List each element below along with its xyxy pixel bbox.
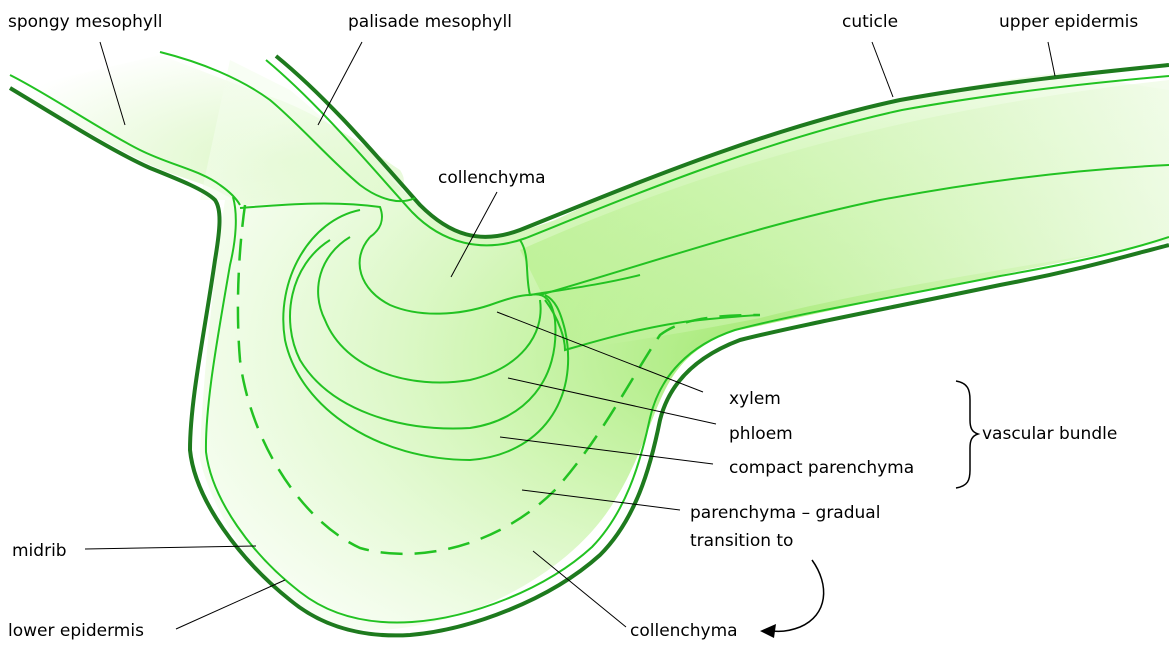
transition-arrow: [772, 560, 824, 631]
label-collenchyma-bottom: collenchyma: [630, 621, 738, 641]
leader-midrib: [85, 546, 256, 549]
leader-lower-epidermis: [176, 580, 285, 629]
leader-palisade-mesophyll: [318, 42, 362, 125]
label-vascular-bundle: vascular bundle: [982, 424, 1117, 444]
label-compact-parenchyma: compact parenchyma: [729, 458, 914, 478]
label-spongy-mesophyll: spongy mesophyll: [8, 12, 162, 32]
label-lower-epidermis: lower epidermis: [8, 621, 144, 641]
leader-upper-epidermis: [1048, 42, 1055, 76]
label-parenchyma-line1: parenchyma – gradual: [690, 503, 880, 523]
label-collenchyma-top: collenchyma: [438, 168, 546, 188]
leader-cuticle: [872, 42, 893, 97]
label-upper-epidermis: upper epidermis: [999, 12, 1138, 32]
label-xylem: xylem: [729, 389, 781, 409]
label-midrib: midrib: [12, 541, 67, 561]
transition-arrow-head-icon: [760, 624, 776, 638]
label-parenchyma-line2: transition to: [690, 531, 793, 551]
label-phloem: phloem: [729, 424, 793, 444]
label-palisade-mesophyll: palisade mesophyll: [348, 12, 512, 32]
label-cuticle: cuticle: [842, 12, 898, 32]
leader-collenchyma-bottom: [533, 551, 626, 627]
vascular-bundle-brace: [956, 381, 978, 488]
